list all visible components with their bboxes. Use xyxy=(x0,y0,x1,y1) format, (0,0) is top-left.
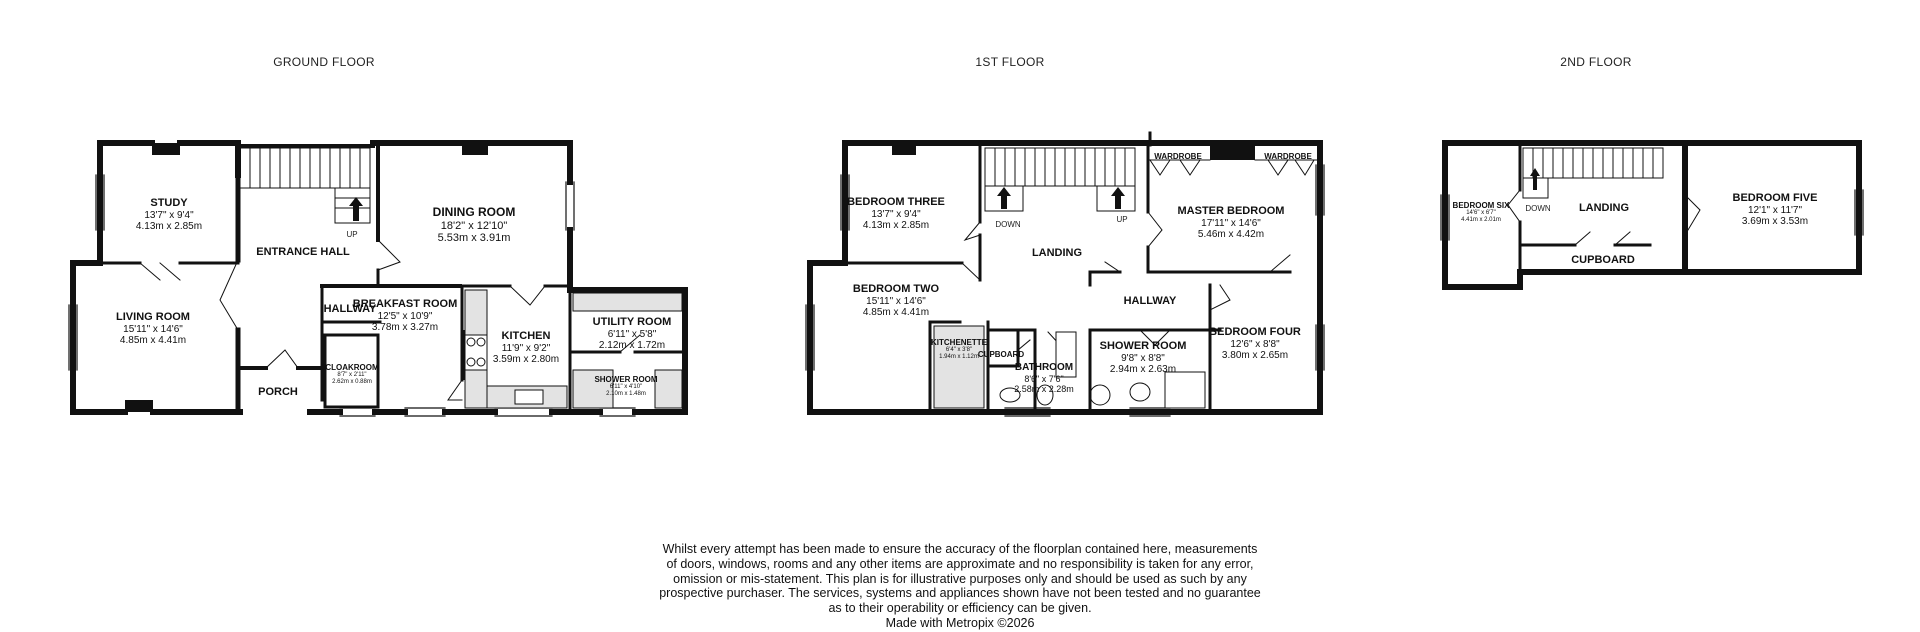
room-label-master-bedroom: MASTER BEDROOM 17'11" x 14'6" 5.46m x 4.… xyxy=(1177,205,1285,241)
room-label-bathroom: BATHROOM 8'6" x 7'6" 2.58m x 2.28m xyxy=(1014,362,1074,394)
disclaimer-line: as to their operability or efficiency ca… xyxy=(828,601,1092,615)
disclaimer-text: Whilst every attempt has been made to en… xyxy=(610,542,1310,631)
first-floor-windows xyxy=(805,164,1325,417)
second-floor-doors xyxy=(1507,189,1701,246)
room-label-bedroom-four: BEDROOM FOUR 12'6" x 8'8" 3.80m x 2.65m xyxy=(1209,326,1301,362)
room-label-cloakroom: CLOAKROOM 8'7" x 2'11" 2.62m x 0.88m xyxy=(325,363,379,386)
room-label-bedroom-five: BEDROOM FIVE 12'1" x 11'7" 3.69m x 3.53m xyxy=(1732,192,1818,228)
room-label-cupboard-first: CUPBOARD xyxy=(977,350,1025,359)
floor-title-ground: GROUND FLOOR xyxy=(273,55,375,69)
room-label-bedroom-six: BEDROOM SIX 14'6" x 6'7" 4.41m x 2.01m xyxy=(1452,201,1510,224)
room-label-bedroom-two: BEDROOM TWO 15'11" x 14'6" 4.85m x 4.41m xyxy=(852,283,940,319)
disclaimer-line: of doors, windows, rooms and any other i… xyxy=(666,556,1254,571)
room-label-wardrobe-right: WARDROBE xyxy=(1264,152,1312,161)
kitchen-units xyxy=(464,289,683,409)
room-label-landing-first: LANDING xyxy=(1031,247,1083,259)
room-label-cupboard-second: CUPBOARD xyxy=(1571,254,1635,266)
ground-floor-walls xyxy=(70,140,688,415)
stair-note-up-ground: UP xyxy=(346,230,358,239)
room-label-breakfast-room: BREAKFAST ROOM 12'5" x 10'9" 3.78m x 3.2… xyxy=(352,298,458,334)
stair-note-down-first: DOWN xyxy=(995,220,1021,229)
floor-title-first: 1ST FLOOR xyxy=(975,55,1045,69)
stair-note-up-first: UP xyxy=(1116,215,1128,224)
first-floor-fixtures xyxy=(933,325,1206,409)
disclaimer-line: prospective purchaser. The services, sys… xyxy=(659,586,1261,601)
first-floor-walls xyxy=(807,131,1323,415)
room-label-entrance-hall: ENTRANCE HALL xyxy=(256,246,350,258)
first-floor-stairs xyxy=(984,147,1136,212)
room-label-hallway-first: HALLWAY xyxy=(1123,295,1177,307)
room-label-wardrobe-left: WARDROBE xyxy=(1154,152,1202,161)
room-label-kitchenette: KITCHENETTE 6'4" x 3'8" 1.94m x 1.12m xyxy=(931,338,987,361)
disclaimer-line: omission or mis-statement. This plan is … xyxy=(673,571,1247,586)
ground-floor-doors xyxy=(139,239,641,401)
room-label-study: STUDY 13'7" x 9'4" 4.13m x 2.85m xyxy=(135,197,203,233)
room-label-hallway-ground: HALLWAY xyxy=(323,303,377,315)
first-floor-doors xyxy=(961,159,1319,351)
second-floor-stairs xyxy=(1522,147,1664,199)
room-label-utility-room: UTILITY ROOM 6'11" x 5'8" 2.12m x 1.72m xyxy=(592,316,672,352)
room-label-living-room: LIVING ROOM 15'11" x 14'6" 4.85m x 4.41m xyxy=(116,311,190,347)
room-label-shower-room-first: SHOWER ROOM 9'8" x 8'8" 2.94m x 2.63m xyxy=(1099,340,1187,376)
disclaimer-line: Whilst every attempt has been made to en… xyxy=(662,542,1258,556)
room-label-bedroom-three: BEDROOM THREE 13'7" x 9'4" 4.13m x 2.85m xyxy=(847,196,945,232)
room-label-dining-room: DINING ROOM 18'2" x 12'10" 5.53m x 3.91m xyxy=(432,205,516,245)
floor-title-second: 2ND FLOOR xyxy=(1560,55,1632,69)
stair-note-down-second: DOWN xyxy=(1525,204,1551,213)
metropix-credit: Made with Metropix ©2026 xyxy=(885,615,1035,630)
ground-floor-stairs xyxy=(239,147,371,224)
room-label-kitchen: KITCHEN 11'9" x 9'2" 3.59m x 2.80m xyxy=(492,330,560,366)
ground-floor-fireplaces xyxy=(125,143,488,412)
room-label-porch: PORCH xyxy=(258,386,298,398)
room-label-landing-second: LANDING xyxy=(1578,202,1630,214)
room-label-shower-room-ground: SHOWER ROOM 6'11" x 4'10" 2.10m x 1.48m xyxy=(594,375,658,398)
